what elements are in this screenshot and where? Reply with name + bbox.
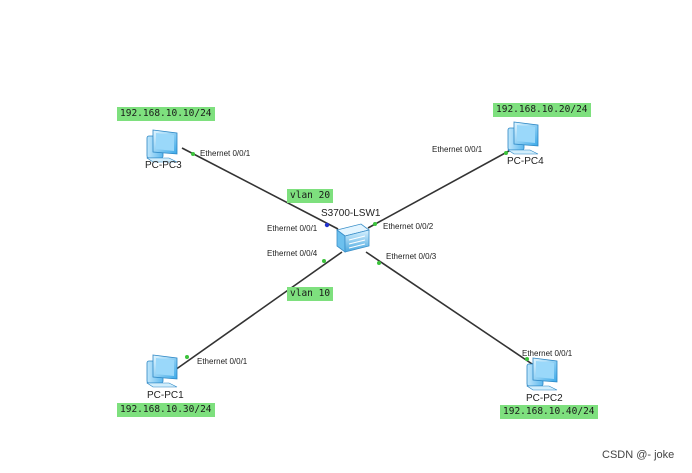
pc4-icon[interactable] — [507, 121, 539, 155]
pc1-icon[interactable] — [146, 354, 178, 388]
switch-icon[interactable] — [336, 223, 370, 253]
vlan-20-label: vlan 20 — [287, 189, 334, 203]
port-dot-sw-e002 — [373, 222, 377, 226]
pc2-icon[interactable] — [526, 357, 558, 391]
pc4-ip-label: 192.168.10.20/24 — [493, 103, 591, 117]
port-dot-sw-e004 — [322, 259, 326, 263]
port-dot-pc3 — [191, 152, 195, 156]
link-pc1-switch — [174, 251, 343, 371]
port-dot-pc4 — [504, 151, 508, 155]
vlan-10-label: vlan 10 — [287, 287, 334, 301]
watermark: CSDN @- joke — [602, 449, 675, 461]
port-dot-sw-e001 — [324, 222, 330, 228]
switch-name: S3700-LSW1 — [321, 208, 381, 219]
port-dot-sw-e003 — [377, 261, 381, 265]
pc3-ip-label: 192.168.10.10/24 — [117, 107, 215, 121]
switch-port-e003-label: Ethernet 0/0/3 — [386, 252, 437, 261]
pc3-name: PC-PC3 — [145, 160, 182, 171]
pc4-port-label: Ethernet 0/0/1 — [432, 145, 483, 154]
pc1-name: PC-PC1 — [147, 390, 184, 401]
pc1-ip-label: 192.168.10.30/24 — [117, 403, 215, 417]
pc4-name: PC-PC4 — [507, 156, 544, 167]
switch-port-e004-label: Ethernet 0/0/4 — [267, 249, 318, 258]
pc2-port-label: Ethernet 0/0/1 — [522, 349, 573, 358]
link-pc2-switch — [365, 251, 539, 369]
pc1-port-label: Ethernet 0/0/1 — [197, 357, 248, 366]
port-dot-pc2 — [525, 357, 529, 361]
port-dot-pc1 — [185, 355, 189, 359]
pc3-icon[interactable] — [146, 129, 178, 163]
link-pc3-switch — [181, 147, 339, 230]
switch-port-e002-label: Ethernet 0/0/2 — [383, 222, 434, 231]
link-pc4-switch — [367, 145, 519, 229]
pc2-name: PC-PC2 — [526, 393, 563, 404]
switch-port-e001-label: Ethernet 0/0/1 — [267, 224, 318, 233]
pc2-ip-label: 192.168.10.40/24 — [500, 405, 598, 419]
pc3-port-label: Ethernet 0/0/1 — [200, 149, 251, 158]
